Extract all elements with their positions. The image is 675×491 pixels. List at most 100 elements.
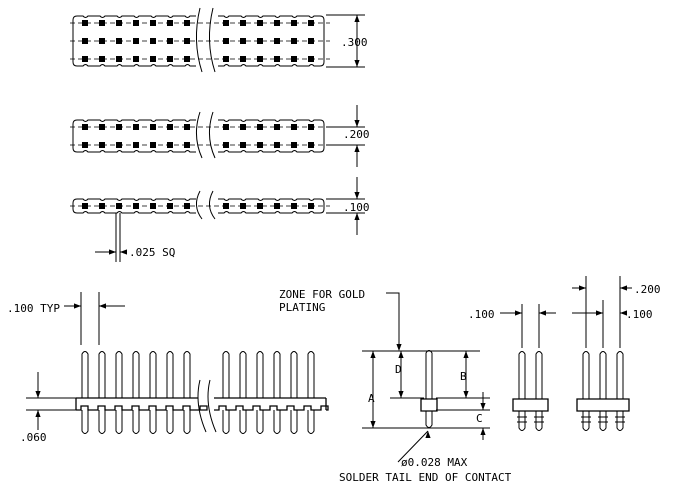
contact-pin-upper	[518, 351, 526, 399]
pin-square	[240, 20, 246, 26]
pin-square	[150, 142, 156, 148]
end-view-triple-row	[576, 351, 630, 431]
pin-square	[291, 20, 297, 26]
contact-pin-lower	[222, 410, 230, 434]
dimension-arrow	[370, 421, 376, 428]
insulator-right-end	[319, 119, 325, 153]
break-line	[209, 190, 216, 220]
insulator-top-edge	[77, 198, 196, 201]
dimension-arrow	[620, 285, 627, 291]
dim-row-pitch-2: .200	[343, 128, 370, 141]
pin-square	[240, 203, 246, 209]
pin-square	[116, 56, 122, 62]
pin-square	[82, 142, 88, 148]
dimension-arrow	[398, 391, 404, 398]
contact-pin-upper	[307, 351, 315, 398]
pin-square	[184, 142, 190, 148]
pin-square	[223, 142, 229, 148]
pin-square	[116, 203, 122, 209]
pin-square	[150, 38, 156, 44]
contact-tail-mark	[534, 416, 544, 423]
contact-pin-lower	[149, 410, 157, 434]
pin-square	[184, 56, 190, 62]
dimension-arrow	[35, 391, 41, 398]
dimension-arrow	[354, 15, 360, 22]
contact-pin-upper	[616, 351, 624, 399]
dimension-arrow	[354, 192, 360, 199]
dimension-arrow	[370, 351, 376, 358]
letter-b: B	[460, 370, 467, 383]
dimension-arrow	[463, 391, 469, 398]
pin-square	[240, 124, 246, 130]
contact-tail-mark	[615, 416, 625, 423]
pin-square	[274, 56, 280, 62]
insulator-bottom-edge	[77, 64, 196, 67]
note-diameter: ø0.028 MAX	[401, 456, 468, 469]
insulator-section	[420, 398, 438, 412]
break-line	[196, 111, 203, 159]
dimension-arrow	[620, 310, 627, 316]
dimension-arrow	[425, 431, 431, 438]
contact-pin-upper	[222, 351, 230, 398]
contact-pin-lower	[582, 411, 590, 431]
pin-square	[133, 38, 139, 44]
dimension-arrow	[396, 344, 402, 351]
pin-square	[308, 56, 314, 62]
pin-square	[274, 142, 280, 148]
contact-pin-upper	[81, 351, 89, 398]
break-line	[207, 379, 217, 433]
dimension-arrow	[398, 351, 404, 358]
plan-views	[70, 7, 330, 220]
dim-row-pitch-1: .100	[343, 201, 370, 214]
pin-square	[167, 124, 173, 130]
contact-pin-upper	[273, 351, 281, 398]
dimension-arrow	[515, 310, 522, 316]
pin-square	[308, 124, 314, 130]
insulator-end-profile	[512, 398, 549, 412]
contact-pin-lower	[239, 410, 247, 434]
dimension-arrow	[579, 285, 586, 291]
contact-pin-lower	[518, 411, 526, 431]
pin-square	[99, 56, 105, 62]
pin-square	[308, 142, 314, 148]
dimension-arrow	[74, 303, 81, 309]
dimension-arrow	[539, 310, 546, 316]
pin-square	[82, 203, 88, 209]
insulator-top-edge	[77, 119, 196, 122]
plan-view-double-row	[70, 111, 330, 159]
pin-square	[257, 38, 263, 44]
single-contact-detail	[420, 350, 438, 428]
contact-pin-lower	[98, 410, 106, 434]
pin-square	[257, 203, 263, 209]
contact-pin-upper	[599, 351, 607, 399]
pin-square	[116, 38, 122, 44]
pin-square	[167, 56, 173, 62]
pin-square	[223, 203, 229, 209]
pin-square	[82, 124, 88, 130]
side-views	[75, 350, 630, 434]
pin-square	[99, 38, 105, 44]
zone-label-line2: PLATING	[279, 301, 325, 314]
insulator-top-edge	[218, 119, 320, 122]
pin-square	[240, 56, 246, 62]
pin-square	[184, 20, 190, 26]
letter-a: A	[368, 392, 375, 405]
contact-pin-lower	[256, 410, 264, 434]
dim-pitch-typ: .100 TYP	[7, 302, 60, 315]
zone-leader	[386, 292, 400, 346]
contact-pin-lower	[535, 411, 543, 431]
contact-pin-upper	[132, 351, 140, 398]
dimension-arrow	[463, 351, 469, 358]
letter-c: C	[476, 412, 483, 425]
contact-pin-upper	[582, 351, 590, 399]
contact-tail-mark	[581, 416, 591, 423]
contact-pin-lower	[425, 411, 433, 428]
insulator-left-end	[72, 119, 78, 153]
contact-pin-lower	[115, 410, 123, 434]
contact-pin-upper	[290, 351, 298, 398]
pin-square	[99, 203, 105, 209]
pin-square	[257, 142, 263, 148]
dimension-arrow	[354, 60, 360, 67]
contact-pin-lower	[290, 410, 298, 434]
